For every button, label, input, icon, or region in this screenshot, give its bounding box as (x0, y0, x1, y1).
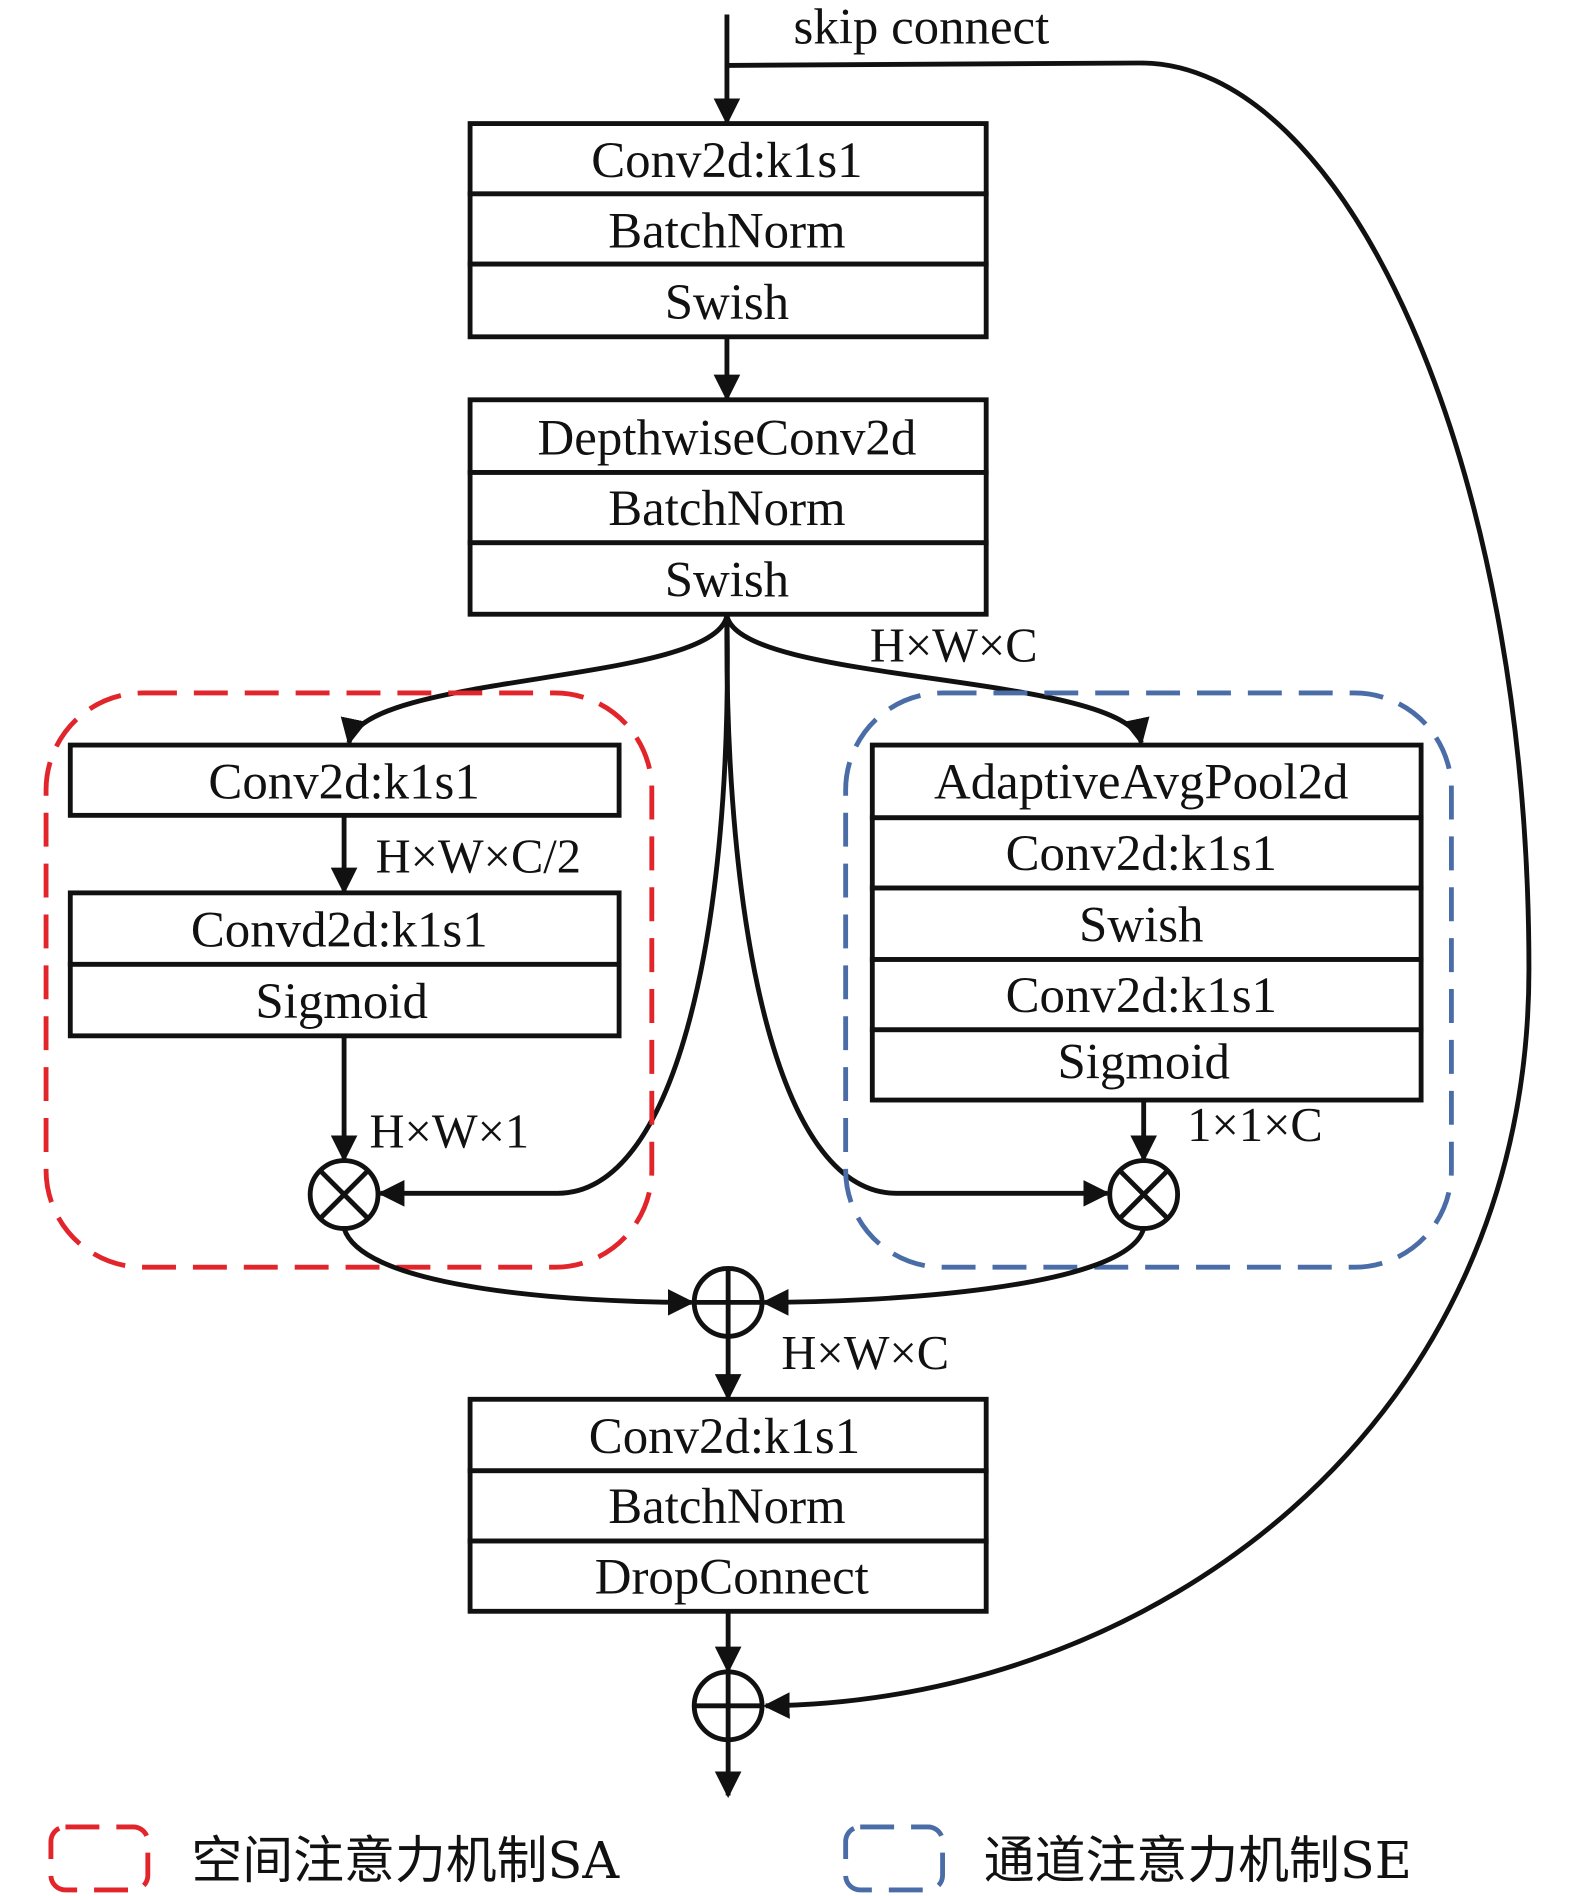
block1-row (467, 261, 989, 340)
sum-op (691, 1266, 765, 1339)
spatial-conv-label: Conv2d:k1s1 (208, 755, 479, 811)
dim-after-sum: H×W×C (781, 1327, 949, 1380)
channel-row-label: AdaptiveAvgPool2d (934, 755, 1349, 811)
spatial-row-label: Sigmoid (255, 974, 427, 1030)
channel-row (869, 815, 1424, 891)
legend-label-spatial: 空间注意力机制SA (191, 1831, 620, 1890)
channel-multiply-op (1107, 1158, 1181, 1231)
block2-label: Swish (665, 552, 789, 608)
spatial-to-sum (341, 1227, 695, 1316)
branch-to-channel (724, 614, 1150, 746)
channel-row-label: Sigmoid (1057, 1034, 1229, 1090)
dim-after-depthwise: H×W×C (870, 619, 1038, 672)
spatial-multiply-op (307, 1158, 381, 1231)
legend: 空间注意力机制SA 通道注意力机制SE (48, 1824, 1412, 1893)
spatial-branch: Conv2d:k1s1 H×W×C/2 Convd2d:k1s1 Sigmoid… (67, 742, 622, 1231)
block1-label: Swish (665, 275, 789, 331)
branch-to-channel-multiply (724, 615, 1111, 1207)
block1-row (467, 121, 989, 197)
legend-label-channel: 通道注意力机制SE (984, 1831, 1412, 1890)
channel-attention-group (843, 690, 1454, 1270)
channel-row-label: Conv2d:k1s1 (1006, 826, 1277, 882)
block2: DepthwiseConv2d BatchNorm Swish (467, 397, 989, 617)
spatial-row (67, 890, 622, 967)
block3: Conv2d:k1s1 BatchNorm DropConnect (467, 1396, 989, 1614)
block3-row (467, 1538, 989, 1614)
channel-row-label: Conv2d:k1s1 (1006, 968, 1277, 1024)
channel-branch: AdaptiveAvgPool2d Conv2d:k1s1 Swish Conv… (869, 742, 1424, 1231)
spatial-dim-1: H×W×C/2 (376, 830, 581, 883)
channel-dim: 1×1×C (1187, 1099, 1322, 1152)
channel-row (869, 1027, 1424, 1103)
block3-row (467, 1396, 989, 1474)
block2-label: BatchNorm (608, 481, 845, 537)
branch-to-spatial-multiply (377, 615, 730, 1207)
spatial-conv-box (67, 742, 622, 818)
channel-to-sum (761, 1227, 1147, 1316)
spatial-dim-2: H×W×1 (370, 1105, 530, 1158)
block3-label: DropConnect (595, 1549, 869, 1605)
residual-sum-op (691, 1669, 765, 1743)
spatial-row-label: Convd2d:k1s1 (191, 902, 488, 958)
legend-swatch-spatial (48, 1824, 151, 1893)
block1-label: Conv2d:k1s1 (591, 133, 862, 189)
branch-to-spatial (340, 614, 730, 746)
skip-connection-path (726, 60, 1532, 1719)
block3-label: Conv2d:k1s1 (589, 1409, 860, 1465)
skip-connect-label: skip connect (794, 0, 1050, 56)
block1: Conv2d:k1s1 BatchNorm Swish (467, 121, 989, 340)
spatial-attention-group (43, 690, 655, 1270)
channel-row-label: Swish (1079, 898, 1203, 954)
block3-label: BatchNorm (608, 1479, 845, 1535)
block2-label: DepthwiseConv2d (538, 411, 917, 467)
block1-label: BatchNorm (608, 203, 845, 259)
legend-swatch-channel (843, 1824, 945, 1893)
channel-row (869, 885, 1424, 962)
spatial-row (67, 961, 622, 1039)
block1-row (467, 191, 989, 267)
block2-row (467, 540, 989, 617)
